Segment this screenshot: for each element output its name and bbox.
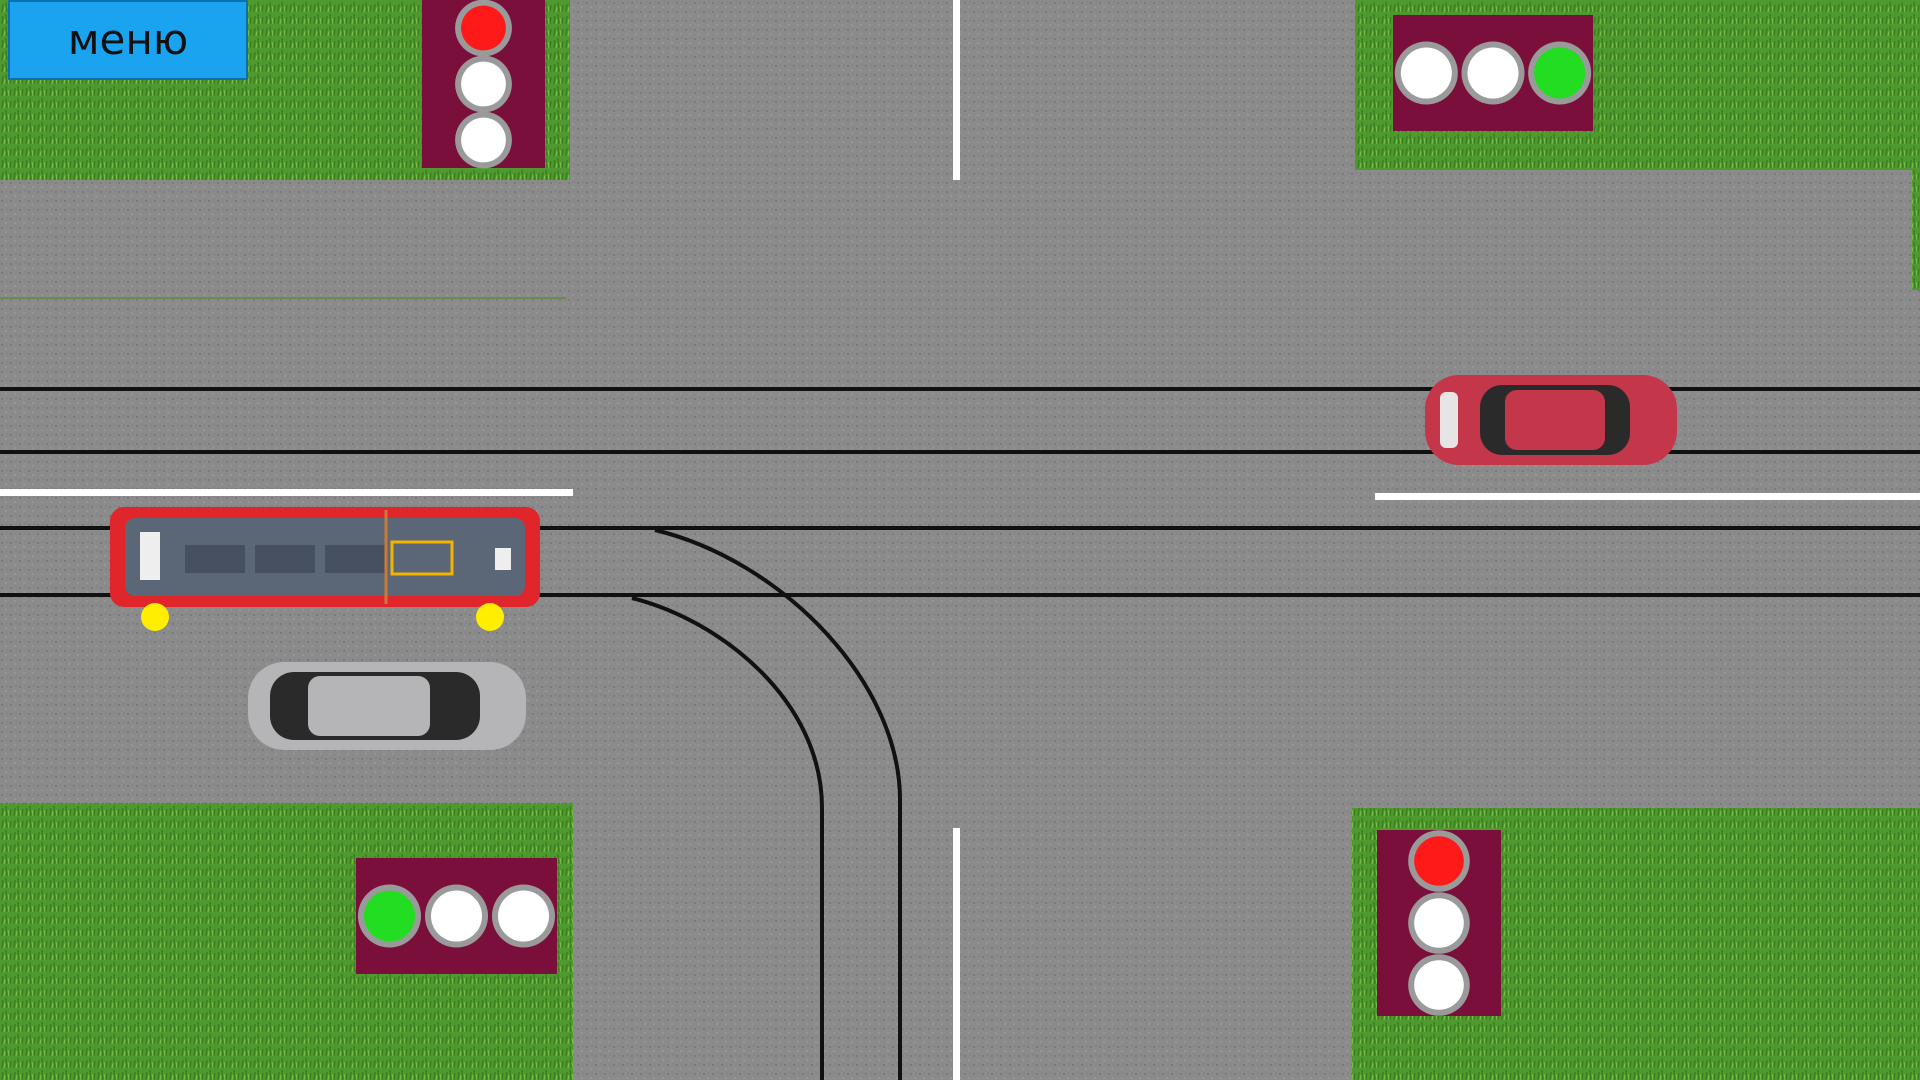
- stop-line-west: [0, 489, 573, 496]
- traffic-light-north-east: [1393, 15, 1593, 131]
- traffic-light-lamp-off: [497, 890, 550, 942]
- tram: [110, 507, 540, 631]
- traffic-light-lamp-green: [363, 890, 416, 942]
- traffic-light-lamp-off: [461, 117, 506, 163]
- traffic-light-lamp-green: [1534, 47, 1586, 99]
- traffic-light-lamp-red: [461, 5, 506, 51]
- traffic-light-south-west: [356, 858, 557, 974]
- traffic-light-lamp-off: [430, 890, 483, 942]
- stop-line-east: [1375, 493, 1920, 500]
- lane-marking-north: [953, 0, 960, 180]
- grass-north-east-edge: [1912, 170, 1920, 290]
- traffic-light-lamp-off: [461, 61, 506, 107]
- traffic-light-south-east: [1377, 830, 1501, 1016]
- traffic-light-north-west: [422, 0, 545, 169]
- road-edge-west: [0, 297, 566, 299]
- traffic-light-lamp-off: [1414, 898, 1464, 948]
- lane-marking-south: [953, 828, 960, 1080]
- menu-button[interactable]: меню: [8, 0, 248, 80]
- silver-car: [248, 662, 526, 750]
- traffic-light-lamp-off: [1400, 47, 1452, 99]
- traffic-light-lamp-off: [1414, 960, 1464, 1010]
- traffic-light-lamp-red: [1414, 836, 1464, 886]
- red-car: [1425, 375, 1677, 465]
- traffic-light-lamp-off: [1467, 47, 1519, 99]
